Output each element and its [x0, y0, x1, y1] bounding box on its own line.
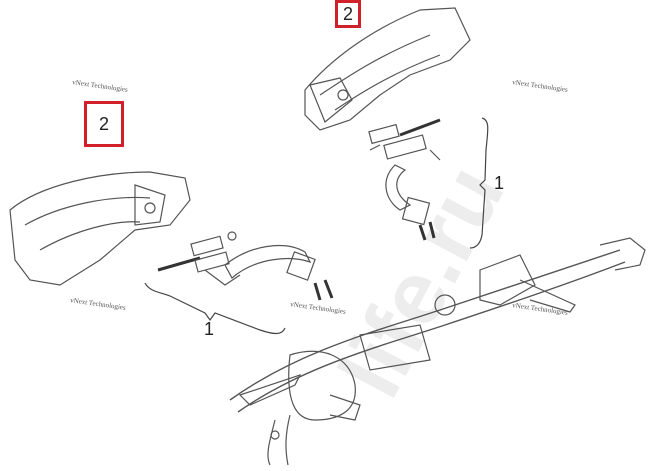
callout-right-hand-guard: 2 [335, 0, 361, 28]
right-bracket-assembly [368, 118, 441, 241]
handlebar-assembly [229, 237, 646, 466]
callout-left-bracket: 1 [204, 319, 215, 339]
left-hand-guard [9, 171, 191, 286]
left-bracket-brace [144, 282, 286, 335]
callout-right-bracket: 1 [494, 173, 505, 193]
left-bracket-assembly [157, 231, 334, 301]
right-hand-guard [304, 7, 471, 131]
callout-left-hand-guard: 2 [84, 101, 124, 147]
right-bracket-brace [469, 117, 489, 249]
